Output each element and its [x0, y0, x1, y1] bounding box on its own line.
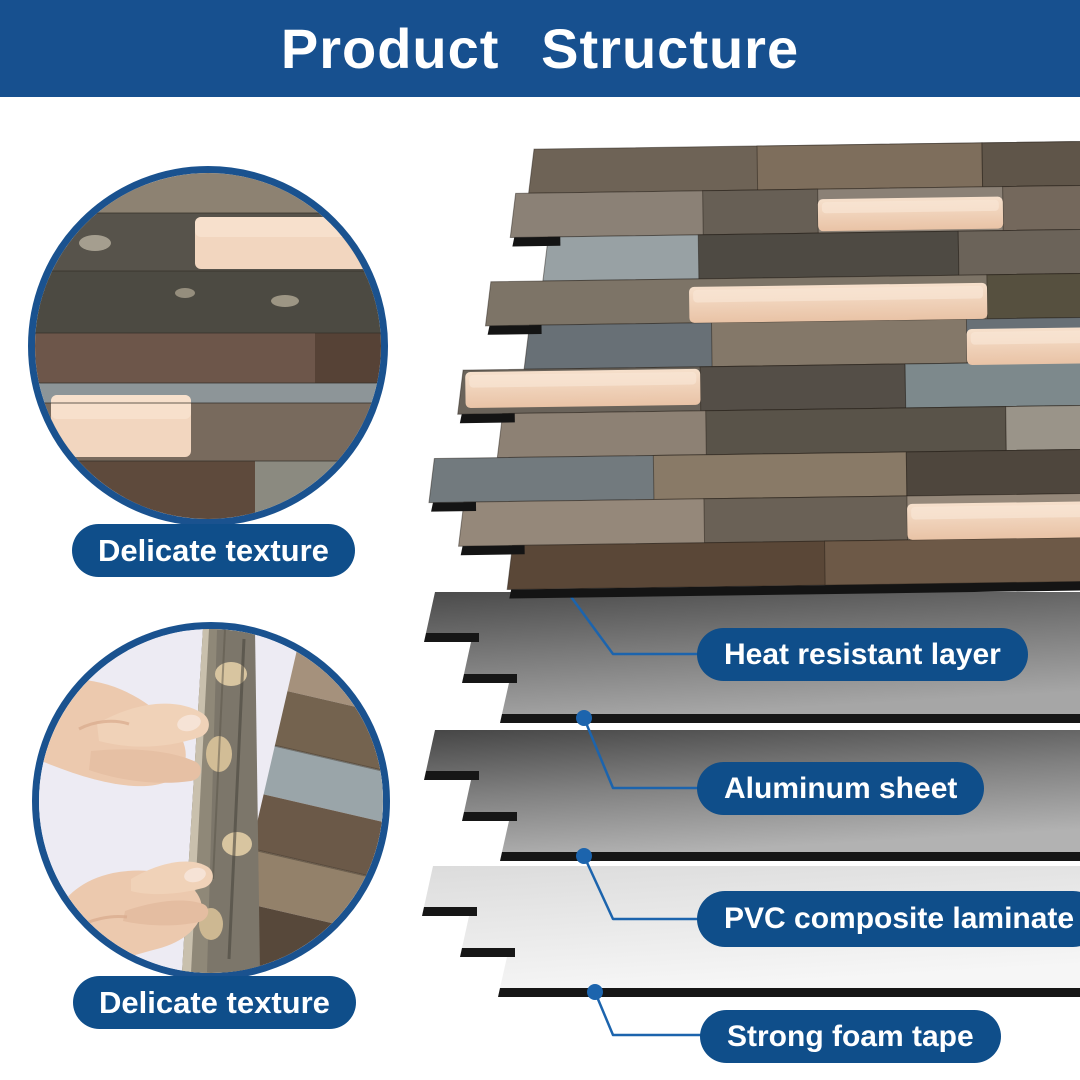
texture-closeup-illustration: [35, 173, 381, 519]
texture-closeup-photo: [28, 166, 388, 526]
layer-label-heat-resistant: Heat resistant layer: [697, 628, 1028, 681]
peeling-hands-photo: [32, 622, 390, 980]
tile-surface: [428, 139, 1080, 599]
layer-label-pvc: PVC composite laminate: [697, 891, 1080, 947]
layer-label-aluminum: Aluminum sheet: [697, 762, 985, 815]
texture-label-1: Delicate texture: [72, 524, 355, 577]
header-banner: Product Structure: [0, 0, 1080, 97]
texture-label-2: Delicate texture: [73, 976, 356, 1029]
page-title: Product Structure: [280, 17, 800, 80]
callout-connectors: [564, 589, 703, 1037]
peeling-hands-illustration: [39, 629, 383, 973]
layer-label-foam-tape: Strong foam tape: [700, 1010, 1001, 1063]
